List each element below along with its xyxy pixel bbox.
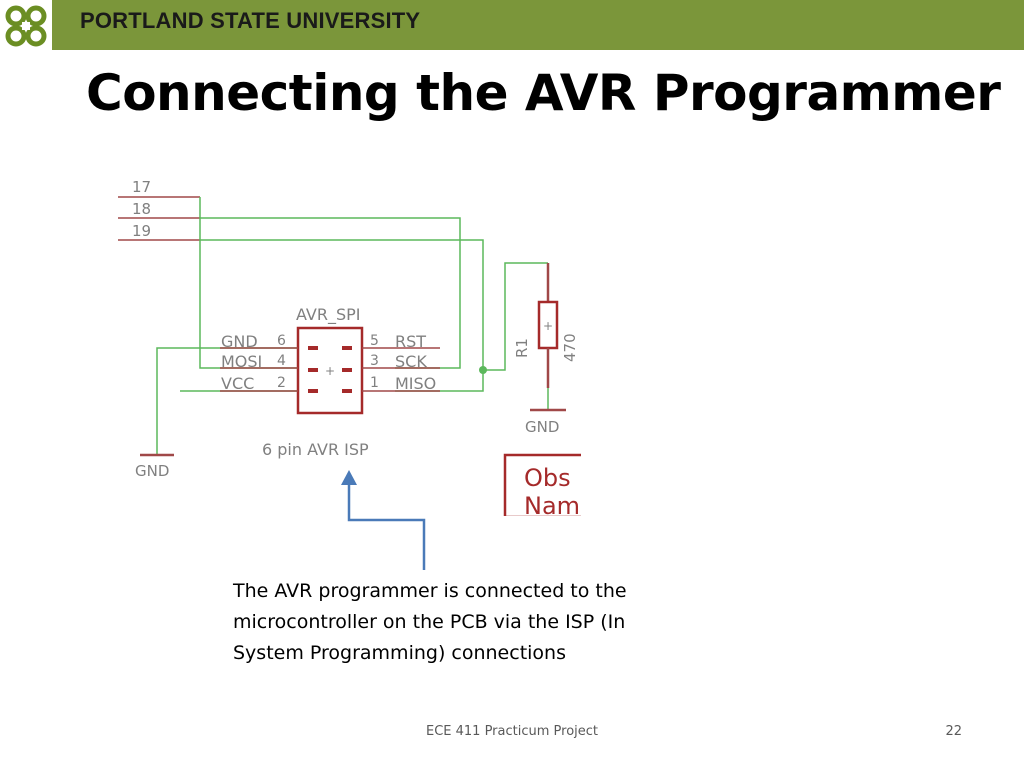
university-name: PORTLAND STATE UNIVERSITY xyxy=(80,8,421,33)
pin-name-sck: SCK xyxy=(395,352,427,371)
net-label-18: 18 xyxy=(132,200,151,218)
pin-number-2: 2 xyxy=(277,375,286,391)
pin-name-gnd: GND xyxy=(221,332,258,351)
pin-number-4: 4 xyxy=(277,353,286,369)
junction-dot xyxy=(479,366,487,374)
pin-name-vcc: VCC xyxy=(221,374,254,393)
isp-connector-body xyxy=(296,326,364,415)
svg-text:+: + xyxy=(325,364,335,378)
svg-text:+: + xyxy=(543,319,553,333)
pin-number-6: 6 xyxy=(277,333,286,349)
frame-text-1: Obs xyxy=(524,464,571,492)
pin-number-5: 5 xyxy=(370,333,379,349)
pin-name-miso: MISO xyxy=(395,374,436,393)
part-value-label: 6 pin AVR ISP xyxy=(262,440,369,459)
header-band xyxy=(52,0,1024,50)
caption-line-3: System Programming) connections xyxy=(233,642,566,664)
resistor-name-label: R1 xyxy=(513,338,531,358)
arrow-head-icon xyxy=(341,470,357,485)
pin-number-3: 3 xyxy=(370,353,379,369)
gnd-label-left: GND xyxy=(135,462,169,480)
pin-number-1: 1 xyxy=(370,375,379,391)
psu-logo-icon xyxy=(0,0,52,52)
page-number: 22 xyxy=(945,724,962,739)
part-name-label: AVR_SPI xyxy=(296,305,361,325)
net-label-17: 17 xyxy=(132,178,151,196)
footer-course: ECE 411 Practicum Project xyxy=(425,724,599,739)
caption-line-2: microcontroller on the PCB via the ISP (… xyxy=(233,611,626,633)
resistor-value-label: 470 xyxy=(561,333,579,362)
caption-line-1: The AVR programmer is connected to the xyxy=(233,580,627,602)
pointer-arrow xyxy=(347,480,426,570)
pin-name-mosi: MOSI xyxy=(221,352,262,371)
gnd-label-right: GND xyxy=(525,418,559,436)
slide-title: Connecting the AVR Programmer xyxy=(86,64,1001,122)
wire-r1 xyxy=(483,262,548,371)
net-label-19: 19 xyxy=(132,222,151,240)
pin-name-rst: RST xyxy=(395,332,426,351)
frame-text-2: Nam xyxy=(524,492,580,520)
caption-text: The AVR programmer is connected to the m… xyxy=(233,576,693,669)
